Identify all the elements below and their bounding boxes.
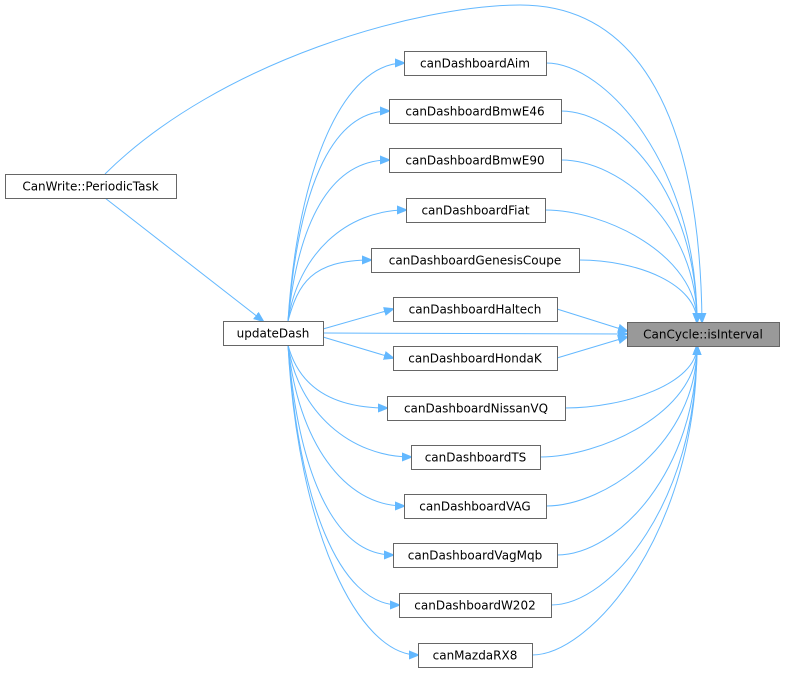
edge-genesis-to-isinterval [578,259,697,322]
edges-layer [104,4,702,656]
edge-update-to-nissanvq [287,344,387,408]
edge-rx8-to-isinterval [531,346,697,656]
node-box[interactable] [399,593,552,618]
node-label: canDashboardBmwE46 [405,105,544,119]
node-label: CanWrite::PeriodicTask [22,180,158,194]
edge-update-to-rx8 [287,344,418,655]
edge-fiat-to-isinterval [544,209,697,322]
node-box[interactable] [404,51,547,76]
edge-aim-to-isinterval [545,62,697,322]
node-nissanvq[interactable]: canDashboardNissanVQ [387,396,566,421]
edge-nissanvq-to-isinterval [564,346,697,409]
edge-update-to-vag [287,344,404,506]
node-aim[interactable]: canDashboardAim [404,51,547,76]
node-label: canDashboardGenesisCoupe [389,254,562,268]
node-box[interactable] [627,322,780,347]
node-box[interactable] [389,99,562,124]
node-box[interactable] [406,198,546,223]
node-bmwe90[interactable]: canDashboardBmwE90 [389,148,562,173]
node-w202[interactable]: canDashboardW202 [399,593,552,618]
node-box[interactable] [404,494,547,519]
node-label: CanCycle::isInterval [643,328,763,342]
node-box[interactable] [393,346,558,371]
edge-hondak-to-isinterval [556,337,627,359]
node-haltech[interactable]: canDashboardHaltech [393,297,558,322]
node-box[interactable] [387,396,566,421]
edge-update-to-vagmqb [287,344,393,555]
node-label: canDashboardBmwE90 [405,154,544,168]
edge-update-to-genesis [287,260,371,322]
node-box[interactable] [411,445,541,470]
node-label: canMazdaRX8 [433,649,518,663]
edge-periodic-to-isinterval [104,4,702,322]
edge-bmwe46-to-isinterval [560,110,697,322]
node-box[interactable] [393,543,558,568]
node-label: canDashboardAim [420,57,530,71]
node-isinterval[interactable]: CanCycle::isInterval [627,322,780,347]
node-label: canDashboardTS [425,451,527,465]
edge-w202-to-isinterval [550,346,697,606]
node-update[interactable]: updateDash [223,321,324,346]
edge-haltech-to-isinterval [556,308,627,331]
edge-periodic-to-update [104,197,263,321]
edge-update-to-ts [287,344,411,457]
node-fiat[interactable]: canDashboardFiat [406,198,546,223]
edge-update-to-aim [287,63,404,322]
node-label: canDashboardHaltech [409,303,542,317]
node-label: canDashboardFiat [421,204,529,218]
node-bmwe46[interactable]: canDashboardBmwE46 [389,99,562,124]
edge-vagmqb-to-isinterval [556,346,697,556]
node-box[interactable] [418,643,533,668]
node-genesis[interactable]: canDashboardGenesisCoupe [371,248,580,273]
node-label: canDashboardW202 [414,599,535,613]
node-vagmqb[interactable]: canDashboardVagMqb [393,543,558,568]
node-box[interactable] [389,148,562,173]
edge-update-to-w202 [287,344,399,605]
node-label: updateDash [237,327,310,341]
edge-update-to-fiat [287,210,406,322]
node-hondak[interactable]: canDashboardHondaK [393,346,558,371]
node-box[interactable] [223,321,324,346]
edge-vag-to-isinterval [545,346,697,507]
node-box[interactable] [371,248,580,273]
edge-update-to-hondak [322,336,393,358]
edge-bmwe90-to-isinterval [560,159,697,322]
nodes-layer: CanWrite::PeriodicTaskupdateDashcanDashb… [5,51,780,668]
edge-update-to-bmwe46 [287,111,389,322]
node-ts[interactable]: canDashboardTS [411,445,541,470]
node-periodic[interactable]: CanWrite::PeriodicTask [5,174,177,199]
edge-ts-to-isinterval [539,346,697,458]
edge-update-to-haltech [322,309,393,330]
node-label: canDashboardVAG [419,500,530,514]
node-box[interactable] [5,174,177,199]
edge-update-to-bmwe90 [287,160,389,322]
node-box[interactable] [393,297,558,322]
node-vag[interactable]: canDashboardVAG [404,494,547,519]
node-label: canDashboardNissanVQ [404,402,548,416]
node-rx8[interactable]: canMazdaRX8 [418,643,533,668]
node-label: canDashboardVagMqb [408,549,543,563]
edge-update-to-isinterval [322,333,627,334]
node-label: canDashboardHondaK [408,352,543,366]
